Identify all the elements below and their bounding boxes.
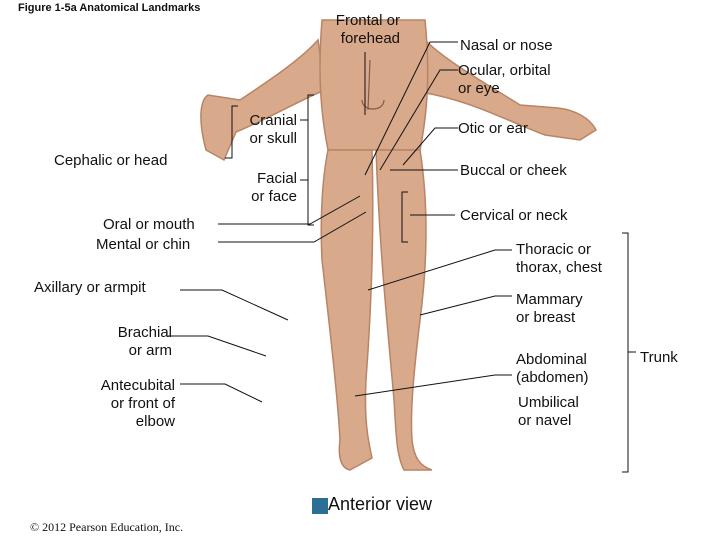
label-facial: Facial or face [251,170,297,205]
right-arm [419,38,597,141]
label-frontal: Frontal or forehead [335,12,400,47]
pearson-a-icon [312,498,328,514]
label-antecubital: Antecubital or front of elbow [100,377,175,430]
label-mammary: Mammary or breast [516,291,583,326]
label-axillary: Axillary or armpit [34,279,146,296]
label-trunk: Trunk [640,349,678,366]
label-cephalic: Cephalic or head [54,152,168,169]
label-mental: Mental or chin [96,236,191,253]
label-umbilical: Umbilical or navel [518,394,579,429]
groin-detail [361,59,385,111]
label-ocular: Ocular, orbital or eye [458,62,551,97]
label-buccal: Buccal or cheek [460,162,567,179]
left-leg [320,149,374,471]
label-brachial: Brachial or arm [117,324,172,359]
label-oral: Oral or mouth [103,216,195,233]
label-abdominal: Abdominal (abdomen) [516,351,589,386]
label-cervical: Cervical or neck [460,207,568,224]
label-thoracic: Thoracic or thorax, chest [516,241,602,276]
label-cranial: Cranial or skull [249,112,297,147]
leader-lines [168,41,636,473]
label-nasal: Nasal or nose [460,37,553,54]
right-leg [375,149,433,471]
figure-title: Figure 1-5a Anatomical Landmarks [18,2,201,14]
copyright: © 2012 Pearson Education, Inc. [30,520,184,534]
label-otic: Otic or ear [458,120,529,137]
view-label: Anterior view [328,494,433,514]
